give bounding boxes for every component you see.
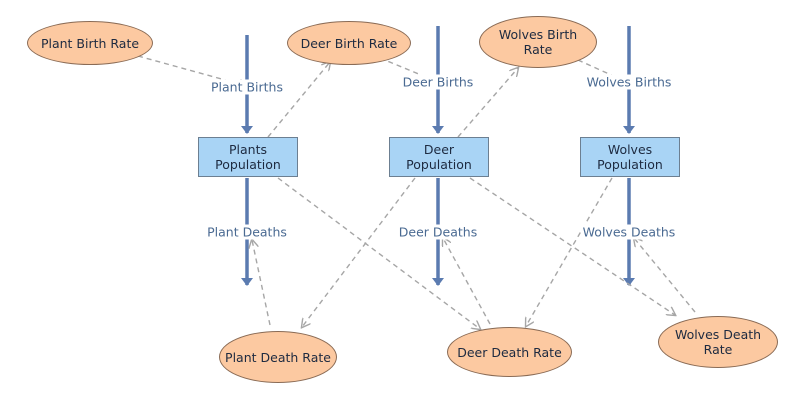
- variable-label-line1: Deer Death Rate: [457, 344, 562, 360]
- link-deer-birth-rate-to-deer-births: [379, 57, 438, 82]
- stock-label-line1: Plants: [228, 142, 267, 157]
- link-deer-to-plant-death-rate: [302, 177, 416, 327]
- link-deer-death-rate-to-deer-deaths: [443, 238, 491, 325]
- variable-label-line1: Wolves Death: [674, 327, 762, 342]
- stock-label-line1: Wolves: [607, 142, 653, 157]
- flow-label-plant-deaths: Plant Deaths: [205, 224, 289, 240]
- variable-deer-birth-rate[interactable]: Deer Birth Rate: [287, 21, 411, 65]
- link-wolves-death-rate-to-wolves-deaths: [634, 238, 696, 313]
- variable-label-line1: Plant Death Rate: [225, 349, 331, 365]
- flow-label-deer-deaths: Deer Deaths: [396, 224, 480, 240]
- stock-label-line2: Population: [215, 157, 281, 172]
- flow-label-deer-births: Deer Births: [400, 74, 476, 90]
- link-deer-to-wolves-death-rate: [469, 177, 675, 315]
- flow-label-wolves-births: Wolves Births: [584, 74, 674, 90]
- stock-label-line2: Population: [406, 157, 472, 172]
- variable-plant-death-rate[interactable]: Plant Death Rate: [219, 331, 337, 383]
- variable-label-line2: Rate: [523, 42, 553, 57]
- variable-deer-death-rate[interactable]: Deer Death Rate: [447, 327, 572, 377]
- variable-plant-birth-rate[interactable]: Plant Birth Rate: [27, 21, 153, 65]
- variable-label-line1: Plant Birth Rate: [40, 35, 140, 51]
- flow-label-plant-births: Plant Births: [209, 79, 285, 95]
- stock-label-line2: Population: [597, 157, 663, 172]
- link-plants-to-deer-death-rate: [277, 177, 480, 329]
- stock-label-line1: Deer: [423, 142, 455, 157]
- variable-label-line1: Wolves Birth: [498, 27, 578, 42]
- variable-label-line1: Deer Birth Rate: [300, 35, 398, 51]
- variable-label-line2: Rate: [703, 342, 733, 357]
- flow-label-wolves-deaths: Wolves Deaths: [580, 224, 678, 240]
- link-plant-death-rate-to-plant-deaths: [252, 240, 271, 326]
- link-deer-to-wolves-birth-rate: [457, 68, 518, 138]
- link-wolves-to-deer-death-rate: [526, 177, 613, 326]
- link-plants-to-deer-birth-rate: [267, 62, 330, 138]
